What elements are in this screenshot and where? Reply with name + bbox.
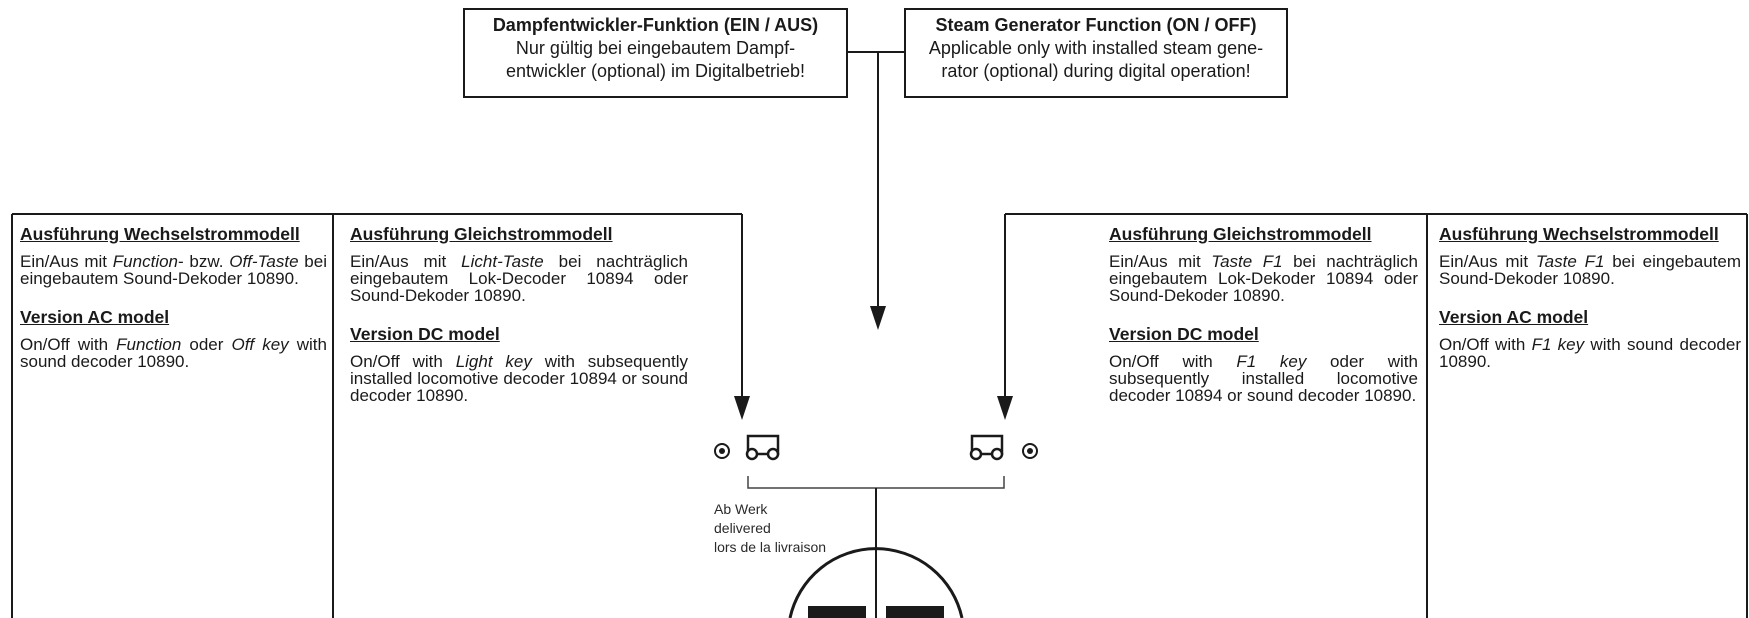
right-ac-heading-en: Version AC model (1439, 307, 1589, 327)
left-dc-heading-de: Ausführung Gleichstrommodell (350, 224, 613, 244)
right-dc-column: Ausführung Gleichstrommodell Ein/Aus mit… (1109, 224, 1418, 426)
dial-segment-left (808, 606, 866, 618)
box-en-title: Steam Generator Function (ON / OFF) (935, 15, 1257, 35)
factory-line-de: Ab Werk (714, 501, 768, 517)
steam-function-box-en: Steam Generator Function (ON / OFF) Appl… (904, 8, 1288, 98)
factory-bracket (747, 476, 1005, 489)
switch-left-icon (714, 434, 780, 461)
left-ac-text-de: Ein/Aus mit Function- bzw. Off-Taste bei… (20, 252, 327, 288)
box-de-line2: entwickler (optional) im Digitalbetrieb! (505, 61, 806, 81)
left-arrow-head (734, 396, 750, 420)
left-dc-heading-en: Version DC model (350, 324, 500, 344)
right-ac-column: Ausführung Wechselstrommodell Ein/Aus mi… (1439, 224, 1741, 392)
box-en-line1: Applicable only with installed steam gen… (928, 38, 1264, 58)
left-dc-column: Ausführung Gleichstrommodell Ein/Aus mit… (350, 224, 688, 426)
factory-line-en: delivered (714, 520, 771, 536)
steam-function-box-de: Dampfentwickler-Funktion (EIN / AUS) Nur… (463, 8, 848, 98)
factory-line-fr: lors de la livraison (714, 539, 827, 555)
right-arrow-head (997, 396, 1013, 420)
right-ac-heading-de: Ausführung Wechselstrommodell (1439, 224, 1719, 244)
left-ac-heading-de: Ausführung Wechselstrommodell (20, 224, 300, 244)
factory-setting-label: Ab Werk delivered lors de la livraison (714, 500, 826, 557)
box-de-line1: Nur gültig bei eingebautem Dampf- (515, 38, 796, 58)
left-ac-text-en: On/Off with Function oder Off key with s… (20, 335, 327, 371)
dial-outline (788, 547, 964, 618)
switch-right-icon (969, 434, 1038, 461)
right-dc-heading-en: Version DC model (1109, 324, 1259, 344)
right-ac-text-en: On/Off with F1 key with sound decoder 10… (1439, 335, 1741, 371)
left-ac-heading-en: Version AC model (20, 307, 170, 327)
right-ac-text-de: Ein/Aus mit Taste F1 bei eingebautem Sou… (1439, 252, 1741, 288)
right-dc-text-en: On/Off with F1 key oder with subsequentl… (1109, 352, 1418, 405)
dial-segment-right (886, 606, 944, 618)
right-dc-text-de: Ein/Aus mit Taste F1 bei nachträglich ei… (1109, 252, 1418, 305)
left-ac-column: Ausführung Wechselstrommodell Ein/Aus mi… (20, 224, 327, 392)
left-dc-text-de: Ein/Aus mit Licht-Taste bei nachträglich… (350, 252, 688, 305)
left-dc-text-en: On/Off with Light key with subsequently … (350, 352, 688, 405)
box-de-title: Dampfentwickler-Funktion (EIN / AUS) (492, 15, 819, 35)
box-en-line2: rator (optional) during digital operatio… (941, 61, 1251, 81)
right-dc-heading-de: Ausführung Gleichstrommodell (1109, 224, 1372, 244)
center-arrow-head (870, 306, 886, 330)
